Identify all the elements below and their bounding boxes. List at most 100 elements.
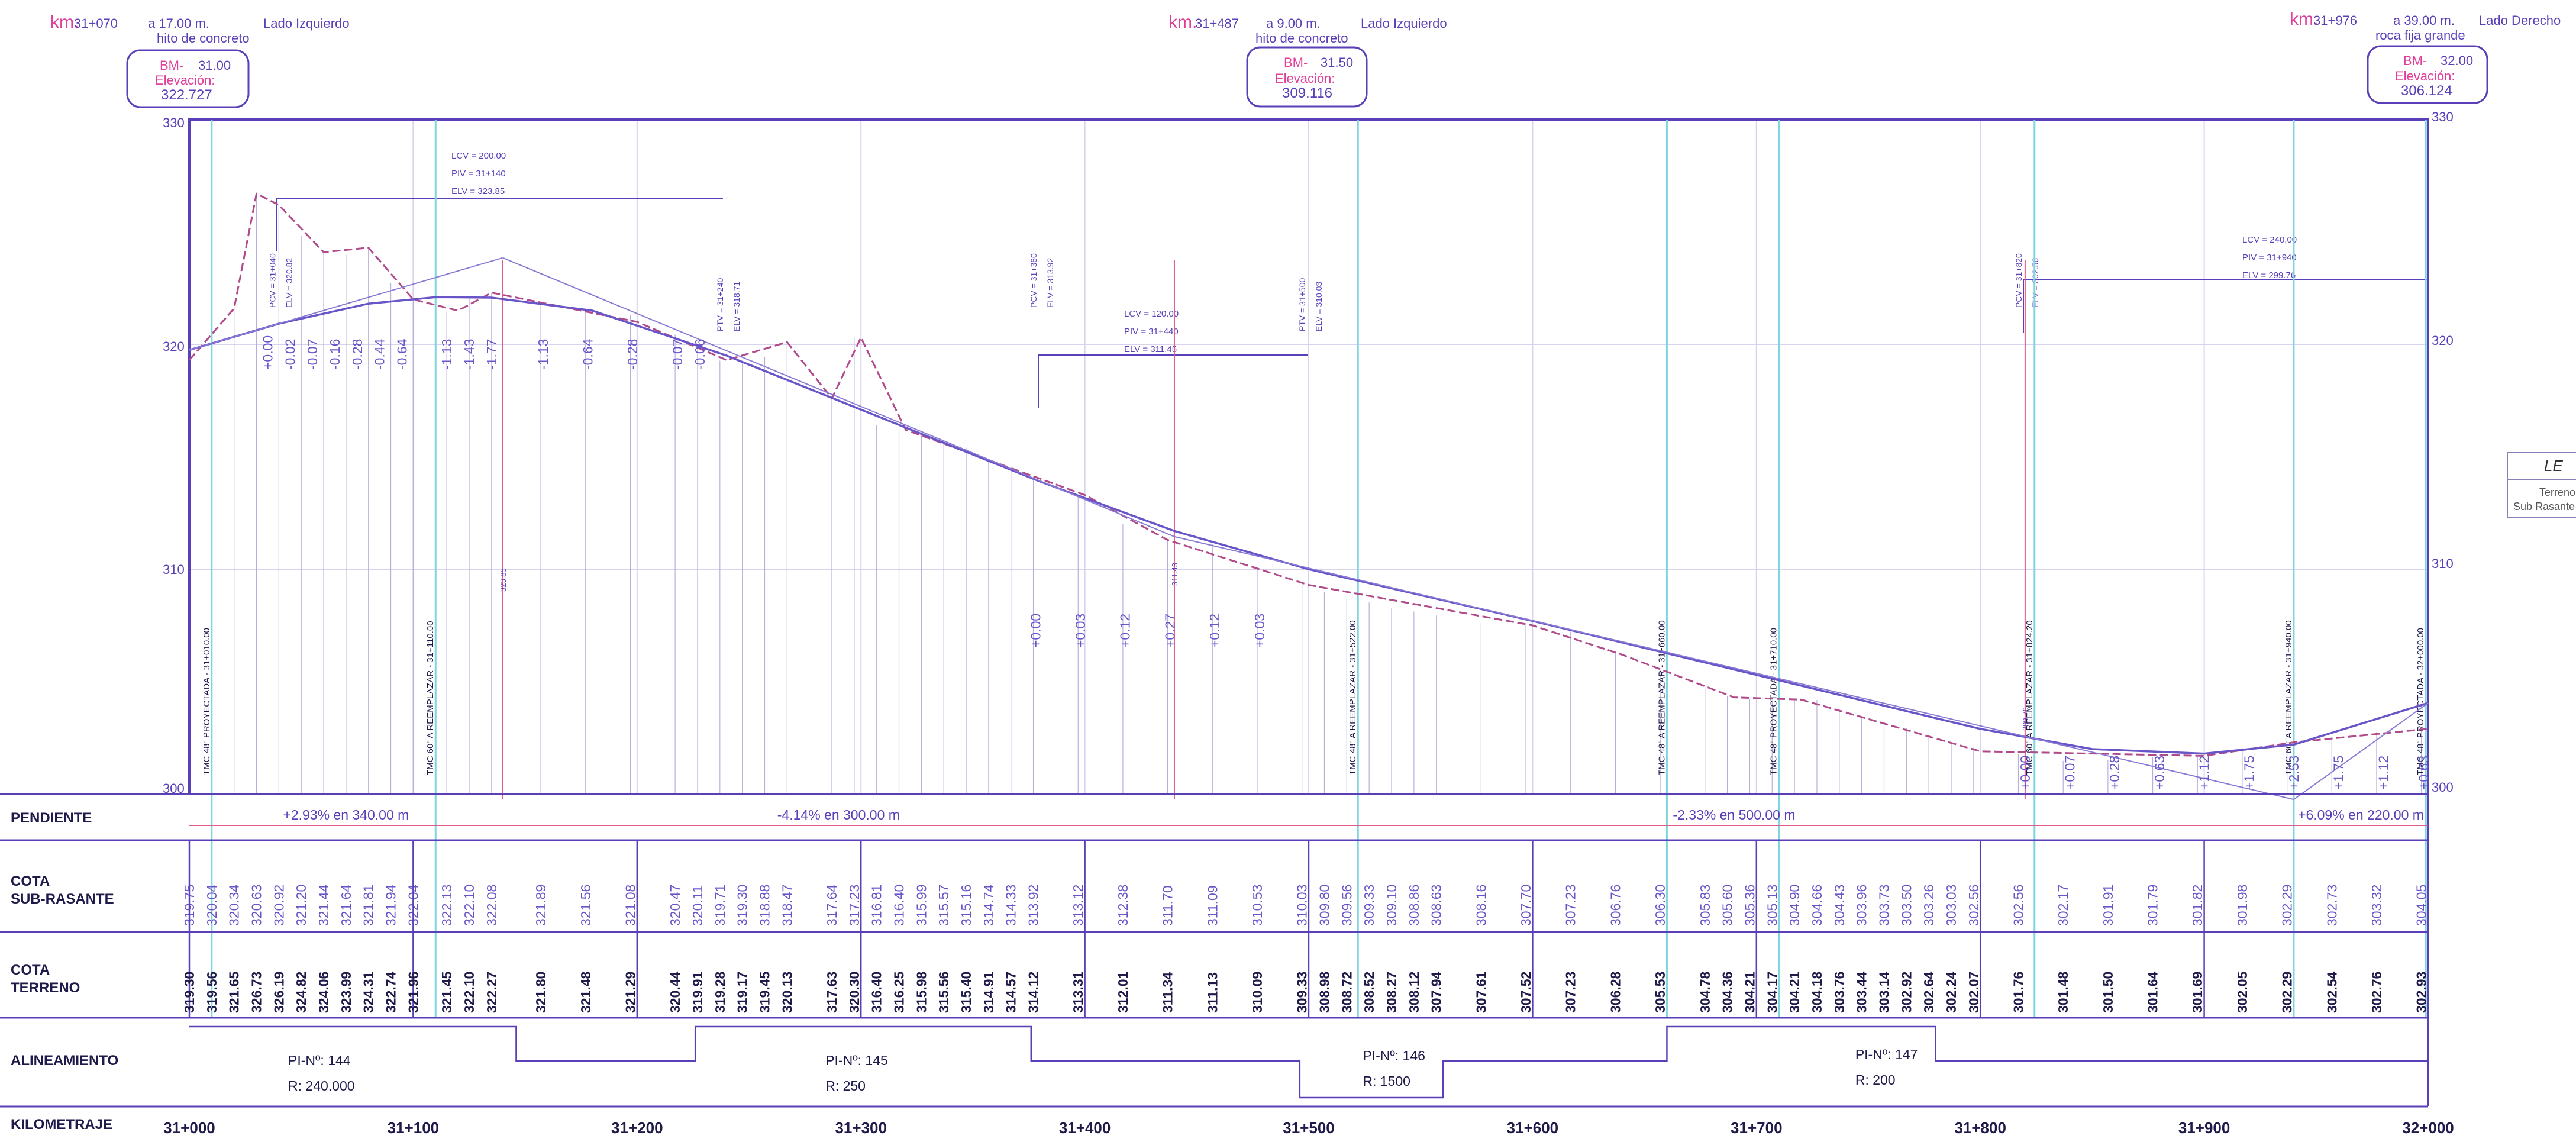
cota-subrasante-value: 320.34 bbox=[227, 884, 242, 926]
cota-terreno-value: 311.34 bbox=[1160, 972, 1176, 1013]
cota-subrasante-value: 311.70 bbox=[1160, 885, 1176, 926]
cota-terreno-value: 323.99 bbox=[338, 972, 354, 1013]
cota-terreno-value: 302.54 bbox=[2324, 971, 2339, 1013]
bm-2-desc: hito de concreto bbox=[1255, 31, 1348, 46]
cota-subrasante-value: 307.70 bbox=[1518, 885, 1534, 926]
row-label-cota-ter-2: TERRENO bbox=[11, 980, 80, 996]
grade-segment: -2.33% en 500.00 m bbox=[1174, 807, 2294, 826]
cota-subrasante-value: 320.04 bbox=[204, 884, 219, 926]
bm-1-km: 31+070 bbox=[74, 16, 118, 31]
cota-subrasante-value: 322.08 bbox=[484, 885, 499, 926]
bm-3-side: Lado Derecho bbox=[2479, 13, 2561, 28]
bm-3-elev-value: 306.124 bbox=[2401, 83, 2452, 99]
vc-lcv: LCV = 120.00 bbox=[1124, 309, 1179, 319]
vc-mid-elev: 299.76 bbox=[2021, 707, 2030, 731]
grade-text: +6.09% en 220.00 m bbox=[2298, 807, 2424, 822]
cut-fill-value: -0.02 bbox=[282, 339, 298, 370]
cota-subrasante-value: 302.29 bbox=[2280, 885, 2295, 926]
cota-subrasante-value: 313.92 bbox=[1026, 885, 1041, 926]
elev-tick-330-right: 330 bbox=[2432, 109, 2454, 124]
cota-subrasante-value: 320.11 bbox=[690, 885, 705, 926]
cota-terreno-value: 319.56 bbox=[204, 972, 219, 1013]
legend-title: LE bbox=[2544, 457, 2563, 475]
legend-item-terreno: Terreno bbox=[2539, 486, 2575, 498]
vc-piv: PIV = 31+140 bbox=[451, 169, 506, 179]
subrasante-line bbox=[189, 296, 2429, 755]
vc-ptv: PTV = 31+500 bbox=[1297, 278, 1307, 331]
cota-terreno-value: 308.12 bbox=[1406, 972, 1422, 1013]
bm-2-km-prefix: km. bbox=[1168, 12, 1197, 32]
culvert-label: TMC 48" A REEMPLAZAR - 31+660.00 bbox=[1657, 620, 1667, 775]
cota-terreno-value: 326.19 bbox=[271, 972, 286, 1013]
cota-terreno-value: 308.52 bbox=[1361, 972, 1377, 1013]
pi-number: PI-Nº: 145 bbox=[825, 1053, 888, 1068]
cota-terreno-value: 315.98 bbox=[913, 971, 929, 1013]
vc-elv: ELV = 299.76 bbox=[2242, 270, 2296, 280]
pendiente-row: +2.93% en 340.00 m-4.14% en 300.00 m-2.3… bbox=[189, 807, 2428, 826]
cut-fill-value: -0.44 bbox=[372, 338, 388, 370]
legend: LE Terreno Sub Rasante bbox=[2507, 452, 2576, 518]
grade-tangent bbox=[502, 257, 1175, 537]
cut-fill-value: +0.27 bbox=[1162, 614, 1177, 648]
cut-fill-value: +1.12 bbox=[2197, 756, 2212, 790]
vc-lcv: LCV = 200.00 bbox=[451, 151, 506, 161]
cut-fill-value: +0.03 bbox=[1252, 614, 1267, 648]
cota-subrasante-value: 308.63 bbox=[1429, 885, 1444, 926]
cut-fill-value: -0.28 bbox=[625, 339, 640, 370]
cota-subrasante-value: 309.33 bbox=[1361, 885, 1377, 926]
bm-1-box bbox=[126, 49, 250, 108]
cota-subrasante-value: 304.66 bbox=[1809, 885, 1825, 926]
vc-pcv-elv: ELV = 313.92 bbox=[1045, 258, 1055, 308]
cota-terreno-value: 320.13 bbox=[779, 972, 795, 1013]
bm-1-offset: a 17.00 m. bbox=[148, 16, 209, 31]
cut-fill-value: +0.12 bbox=[1207, 614, 1222, 648]
row-label-pendiente: PENDIENTE bbox=[11, 810, 92, 826]
bm-2-elev-label: Elevación: bbox=[1275, 71, 1335, 86]
cota-subrasante-value: 304.43 bbox=[1832, 885, 1847, 926]
cota-subrasante-value: 317.23 bbox=[847, 885, 862, 926]
cota-subrasante-value: 309.10 bbox=[1384, 885, 1399, 926]
cota-subrasante-value: 310.53 bbox=[1250, 885, 1265, 926]
bm-3-label: BM- bbox=[2403, 53, 2427, 68]
elev-tick-320-right: 320 bbox=[2432, 333, 2454, 348]
cut-fill-value: -0.07 bbox=[305, 339, 320, 370]
cota-terreno-value: 321.96 bbox=[405, 972, 421, 1013]
bm-1-desc: hito de concreto bbox=[157, 31, 250, 46]
cota-terreno-value: 301.48 bbox=[2055, 971, 2071, 1013]
cota-terreno-value: 315.56 bbox=[936, 972, 951, 1013]
vc-pcv-elv: ELV = 320.82 bbox=[284, 258, 293, 308]
grade-segment: -4.14% en 300.00 m bbox=[502, 807, 1174, 826]
cota-subrasante-value: 304.90 bbox=[1787, 885, 1802, 926]
km-tick-label: 31+900 bbox=[2178, 1119, 2230, 1137]
cota-subrasante-value: 313.12 bbox=[1070, 885, 1086, 926]
bm-1-number: 31.00 bbox=[198, 58, 231, 73]
benchmark-1: km. 31+070 a 17.00 m. Lado Izquierdo hit… bbox=[50, 12, 350, 108]
cut-fill-value: +1.12 bbox=[2375, 756, 2391, 790]
bm-1-elev-label: Elevación: bbox=[155, 73, 215, 88]
legend-box bbox=[2507, 452, 2576, 518]
cota-subrasante-value: 309.56 bbox=[1339, 885, 1354, 926]
pi-number: PI-Nº: 146 bbox=[1363, 1048, 1425, 1063]
cota-subrasante-value: 321.94 bbox=[383, 884, 399, 926]
bm-1-side: Lado Izquierdo bbox=[263, 16, 350, 31]
cota-terreno-value: 302.92 bbox=[1899, 972, 1914, 1013]
cota-terreno-value: 302.64 bbox=[1921, 971, 1936, 1013]
culvert-label: TMC 48" A REEMPLAZAR - 31+522.00 bbox=[1348, 620, 1358, 775]
row-label-cota-sub-1: COTA bbox=[11, 873, 50, 889]
cota-subrasante-value: 318.88 bbox=[757, 885, 772, 926]
cota-terreno-value: 308.98 bbox=[1316, 971, 1332, 1013]
cota-terreno-value: 309.33 bbox=[1295, 972, 1310, 1013]
bm-2-label: BM- bbox=[1284, 55, 1308, 70]
cota-terreno-value: 321.48 bbox=[578, 971, 593, 1013]
cota-subrasante-value: 303.73 bbox=[1876, 885, 1891, 926]
vc-mid-elev: 311.43 bbox=[1170, 563, 1179, 586]
benchmark-3: km. 31+976 a 39.00 m. Lado Derecho roca … bbox=[2290, 9, 2561, 104]
vc-piv: PIV = 31+440 bbox=[1124, 327, 1179, 337]
culvert: TMC 60" A REEMPLAZAR - 31+110.00 bbox=[425, 120, 437, 1018]
cota-terreno-value: 324.82 bbox=[293, 972, 309, 1013]
